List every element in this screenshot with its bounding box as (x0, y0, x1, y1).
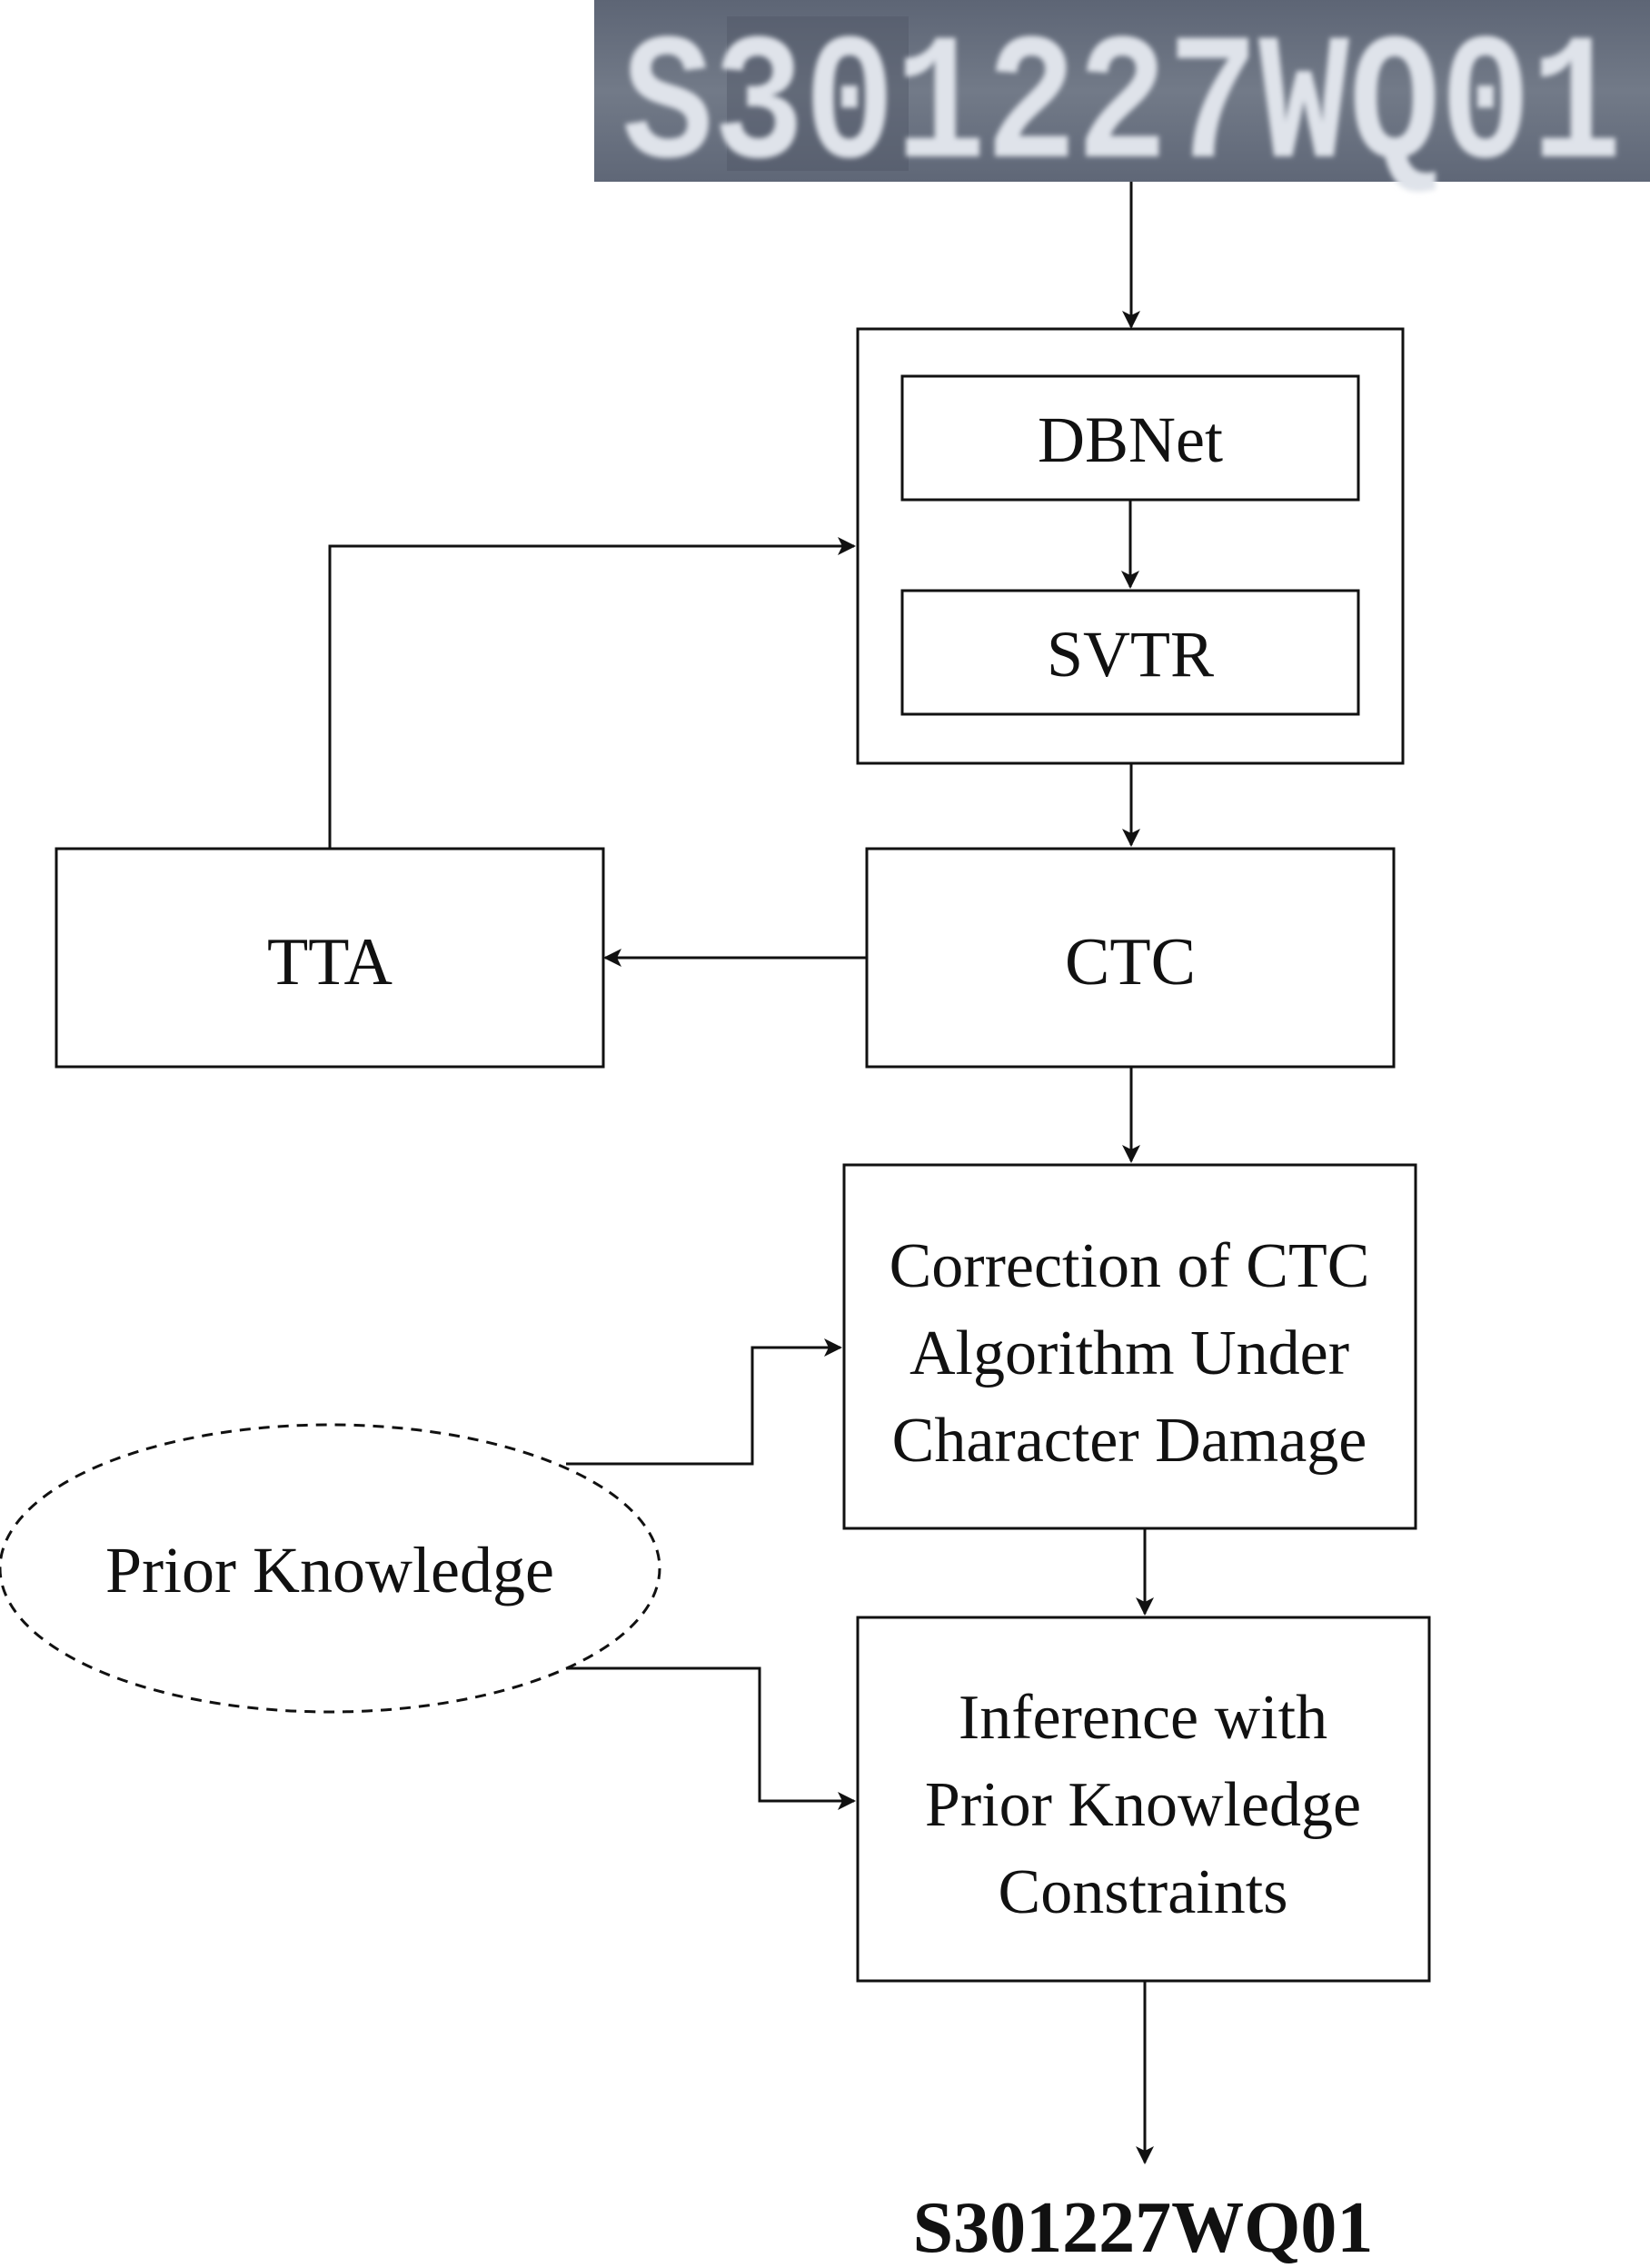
dbnet-label: DBNet (1038, 403, 1223, 476)
correction-label-line3: Character Damage (892, 1406, 1367, 1476)
ctc-label: CTC (1065, 925, 1196, 1000)
output-result-text: S301227WQ01 (913, 2188, 1374, 2268)
arrow-prior-to-correction (566, 1338, 842, 1466)
tta-label: TTA (267, 925, 393, 1000)
inference-label-line2: Prior Knowledge (925, 1770, 1361, 1840)
inference-label-line1: Inference with (959, 1683, 1327, 1753)
inference-label-line3: Constraints (999, 1857, 1288, 1927)
tta-box (55, 847, 605, 1069)
prior-knowledge-label: Prior Knowledge (105, 1534, 554, 1606)
prior-knowledge-ellipse (0, 1423, 661, 1714)
correction-label-line2: Algorithm Under (909, 1318, 1349, 1388)
input-image: S301227WQ01 (594, 0, 1650, 211)
svtr-label: SVTR (1047, 618, 1214, 691)
arrow-prior-to-inference (566, 1666, 856, 1810)
arrow-tta-feedback (328, 537, 856, 849)
correction-label-line1: Correction of CTC (890, 1231, 1370, 1301)
inference-box (856, 1616, 1431, 1983)
correction-box (842, 1163, 1417, 1530)
input-image-background (594, 0, 1650, 182)
svtr-box (900, 589, 1360, 716)
input-image-stamped-text: S301227WQ01 (622, 7, 1622, 211)
dbnet-box (900, 374, 1360, 502)
input-image-shadow (727, 16, 909, 171)
